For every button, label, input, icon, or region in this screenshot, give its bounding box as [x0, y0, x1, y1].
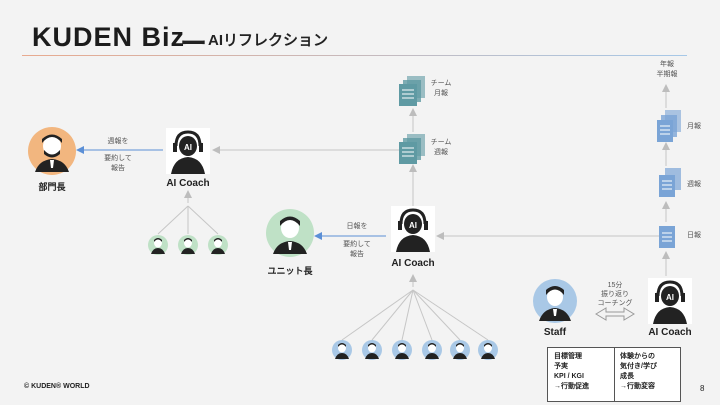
outcome-left-item: →行動促進 — [554, 383, 589, 390]
coaching-reflection-label: 振り返り — [601, 291, 629, 298]
title-rule — [22, 55, 687, 56]
daily-summary-label: 要約して — [343, 241, 371, 248]
svg-text:AI: AI — [666, 293, 674, 302]
monthly-label: 月報 — [687, 123, 701, 130]
page-number: 8 — [700, 384, 705, 393]
outcome-box: 目標管理 予実 KPI / KGI →行動促進 体験からの 気付き/学び 成長 … — [547, 347, 681, 402]
weekly-summary-label: 要約して — [104, 155, 132, 162]
outcome-right-item: 体験からの — [620, 353, 655, 360]
weekly-doc-icon — [659, 168, 681, 197]
ai-coach-center-icon: AI — [391, 206, 435, 252]
ai-coach-left-label: AI Coach — [166, 178, 210, 189]
title-dash: ー — [180, 29, 207, 59]
bucho-label: 部門長 — [38, 182, 66, 192]
outcome-right-item: 成長 — [620, 373, 634, 380]
team-monthly-doc-icon — [399, 76, 425, 106]
outcome-right-item: →行動変容 — [620, 383, 655, 390]
copyright: © KUDEN® WORLD — [24, 383, 90, 390]
ai-coach-right-label: AI Coach — [648, 327, 692, 338]
ai-coach-left-icon: AI — [166, 128, 210, 174]
brand-logo: KUDEN Biz — [32, 22, 186, 52]
team-monthly-label-2: 月報 — [434, 90, 448, 97]
weekly-top-label: 週報を — [107, 138, 129, 145]
yearly-label: 年報 — [660, 61, 674, 68]
outcome-right-list: 体験からの 気付き/学び 成長 →行動変容 — [620, 352, 657, 392]
monthly-doc-icon — [657, 110, 681, 142]
ai-coach-center-label: AI Coach — [391, 258, 435, 269]
staff-label: Staff — [543, 327, 567, 338]
member-avatar — [208, 235, 228, 255]
daily-report-label: 報告 — [350, 251, 364, 258]
page-title: AIリフレクション — [208, 32, 329, 49]
weekly-label: 週報 — [687, 181, 701, 188]
member-avatar — [178, 235, 198, 255]
outcome-left-item: 予実 — [554, 363, 568, 370]
daily-doc-icon — [659, 226, 675, 248]
member-avatar — [450, 340, 470, 360]
member-avatar — [332, 340, 352, 360]
daily-label: 日報 — [687, 232, 701, 239]
coaching-label: コーチング — [597, 300, 633, 307]
weekly-report-label: 報告 — [111, 165, 125, 172]
ai-coach-right-icon: AI — [648, 278, 692, 324]
unit-leader-avatar — [266, 209, 314, 257]
bucho-avatar — [28, 127, 76, 175]
member-avatar — [392, 340, 412, 360]
member-avatar — [478, 340, 498, 360]
outcome-left-item: KPI / KGI — [554, 373, 584, 380]
half-year-label: 半期報 — [656, 71, 678, 78]
outcome-right-item: 気付き/学び — [620, 363, 657, 370]
member-avatar — [148, 235, 168, 255]
outcome-divider — [614, 348, 615, 401]
svg-text:AI: AI — [409, 221, 417, 230]
outcome-left-list: 目標管理 予実 KPI / KGI →行動促進 — [554, 352, 589, 392]
team-weekly-doc-icon — [399, 134, 425, 164]
coaching-time-label: 15分 — [607, 282, 623, 289]
staff-avatar — [533, 279, 577, 323]
team-weekly-label-2: 週報 — [434, 149, 448, 156]
member-avatar — [362, 340, 382, 360]
member-avatar — [422, 340, 442, 360]
unit-leader-label: ユニット長 — [267, 266, 313, 276]
outcome-left-item: 目標管理 — [554, 353, 582, 360]
team-monthly-label-1: チーム — [430, 80, 452, 87]
daily-top-label: 日報を — [346, 223, 368, 230]
team-weekly-label-1: チーム — [430, 139, 452, 146]
ai-text: AI — [184, 143, 192, 152]
